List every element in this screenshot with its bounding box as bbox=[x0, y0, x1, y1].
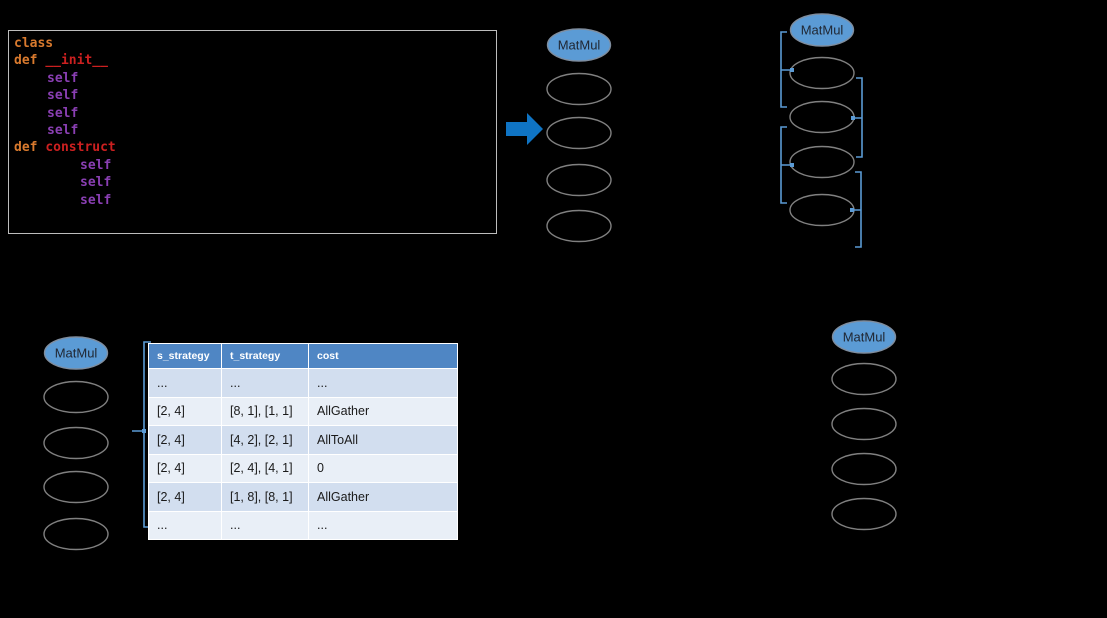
code-token-defname: construct bbox=[45, 140, 116, 156]
bracket-connector-handle bbox=[850, 208, 854, 212]
table-cell: ... bbox=[148, 368, 222, 398]
table-cell: AllToAll bbox=[308, 425, 458, 455]
table-header: s_strategy t_strategy cost bbox=[148, 343, 458, 369]
bracket-connector-handle bbox=[142, 429, 146, 433]
strategy-node-flow-mid bbox=[546, 163, 612, 197]
strategy-node-strategies bbox=[43, 517, 109, 551]
strategy-node-flow-grouped bbox=[789, 145, 855, 179]
table-cell: [2, 4] bbox=[148, 425, 222, 455]
strategy-node-result bbox=[831, 497, 897, 531]
table-cell: AllGather bbox=[308, 396, 458, 426]
table-cell: AllGather bbox=[308, 482, 458, 512]
strategy-node-flow-grouped bbox=[789, 100, 855, 134]
code-token-self: self bbox=[47, 88, 79, 104]
bracket-connector-handle bbox=[851, 116, 855, 120]
code-token-self: self bbox=[80, 192, 112, 208]
code-line: self bbox=[14, 157, 496, 174]
code-token-self: self bbox=[47, 122, 79, 138]
strategy-node-strategies bbox=[43, 470, 109, 504]
code-token-self: self bbox=[47, 105, 79, 121]
table-cell: ... bbox=[221, 510, 309, 540]
matmul-node-label-flow-mid: MatMul bbox=[558, 38, 601, 53]
strategy-node-flow-grouped bbox=[789, 193, 855, 227]
table-cell: [8, 1], [1, 1] bbox=[221, 396, 309, 426]
table-cell: [4, 2], [2, 1] bbox=[221, 425, 309, 455]
code-line: self bbox=[14, 70, 496, 87]
code-line: class bbox=[14, 35, 496, 52]
table-row: [2, 4][4, 2], [2, 1]AllToAll bbox=[148, 425, 458, 455]
table-header-row: s_strategy t_strategy cost bbox=[148, 343, 458, 369]
matmul-node-result bbox=[831, 320, 897, 354]
table-row: [2, 4][2, 4], [4, 1]0 bbox=[148, 453, 458, 483]
bracket-connector-handle bbox=[790, 68, 794, 72]
strategy-node-strategies bbox=[43, 426, 109, 460]
strategy-node-result bbox=[831, 452, 897, 486]
strategy-node-result bbox=[831, 407, 897, 441]
column-header-cost: cost bbox=[308, 343, 458, 369]
table-row: [2, 4][1, 8], [8, 1]AllGather bbox=[148, 482, 458, 512]
table-cell: ... bbox=[148, 510, 222, 540]
table-cell: [1, 8], [8, 1] bbox=[221, 482, 309, 512]
code-token-self: self bbox=[80, 175, 112, 191]
matmul-node-label-result: MatMul bbox=[843, 330, 886, 345]
column-header-s-strategy: s_strategy bbox=[148, 343, 222, 369]
table-cell: ... bbox=[308, 368, 458, 398]
matmul-node-flow-grouped bbox=[789, 13, 855, 47]
strategy-node-result bbox=[831, 362, 897, 396]
code-line: def construct bbox=[14, 139, 496, 156]
code-line: self bbox=[14, 105, 496, 122]
matmul-node-strategies bbox=[43, 336, 109, 370]
table-row: ......... bbox=[148, 368, 458, 398]
matmul-node-flow-mid bbox=[546, 28, 612, 62]
matmul-node-label-flow-grouped: MatMul bbox=[801, 23, 844, 38]
code-token-defname: __init__ bbox=[45, 53, 108, 69]
strategy-node-flow-mid bbox=[546, 116, 612, 150]
code-line: self bbox=[14, 87, 496, 104]
table-row: [2, 4][8, 1], [1, 1]AllGather bbox=[148, 396, 458, 426]
code-token-self: self bbox=[47, 70, 79, 86]
table-cell: [2, 4], [4, 1] bbox=[221, 453, 309, 483]
table-cell: [2, 4] bbox=[148, 453, 222, 483]
table-body: .........[2, 4][8, 1], [1, 1]AllGather[2… bbox=[148, 368, 458, 540]
table-cell: 0 bbox=[308, 453, 458, 483]
strategy-node-strategies bbox=[43, 380, 109, 414]
code-token-keyword: def bbox=[14, 140, 46, 156]
table-cell: [2, 4] bbox=[148, 396, 222, 426]
code-line: self bbox=[14, 174, 496, 191]
bracket-connector-handle bbox=[790, 163, 794, 167]
column-header-t-strategy: t_strategy bbox=[221, 343, 309, 369]
strategy-node-flow-grouped bbox=[789, 56, 855, 90]
code-token-self: self bbox=[80, 157, 112, 173]
code-token-keyword: def bbox=[14, 53, 46, 69]
flow-arrow-icon bbox=[506, 113, 543, 145]
strategy-node-flow-mid bbox=[546, 72, 612, 106]
table-cell: ... bbox=[308, 510, 458, 540]
table-cell: ... bbox=[221, 368, 309, 398]
strategy-cost-table: s_strategy t_strategy cost .........[2, … bbox=[148, 343, 458, 540]
code-line: self bbox=[14, 122, 496, 139]
code-line: def __init__ bbox=[14, 52, 496, 69]
strategy-node-flow-mid bbox=[546, 209, 612, 243]
table-row: ......... bbox=[148, 510, 458, 540]
matmul-node-label-strategies: MatMul bbox=[55, 346, 98, 361]
code-token-keyword: class bbox=[14, 36, 54, 51]
table-cell: [2, 4] bbox=[148, 482, 222, 512]
code-line: self bbox=[14, 192, 496, 209]
